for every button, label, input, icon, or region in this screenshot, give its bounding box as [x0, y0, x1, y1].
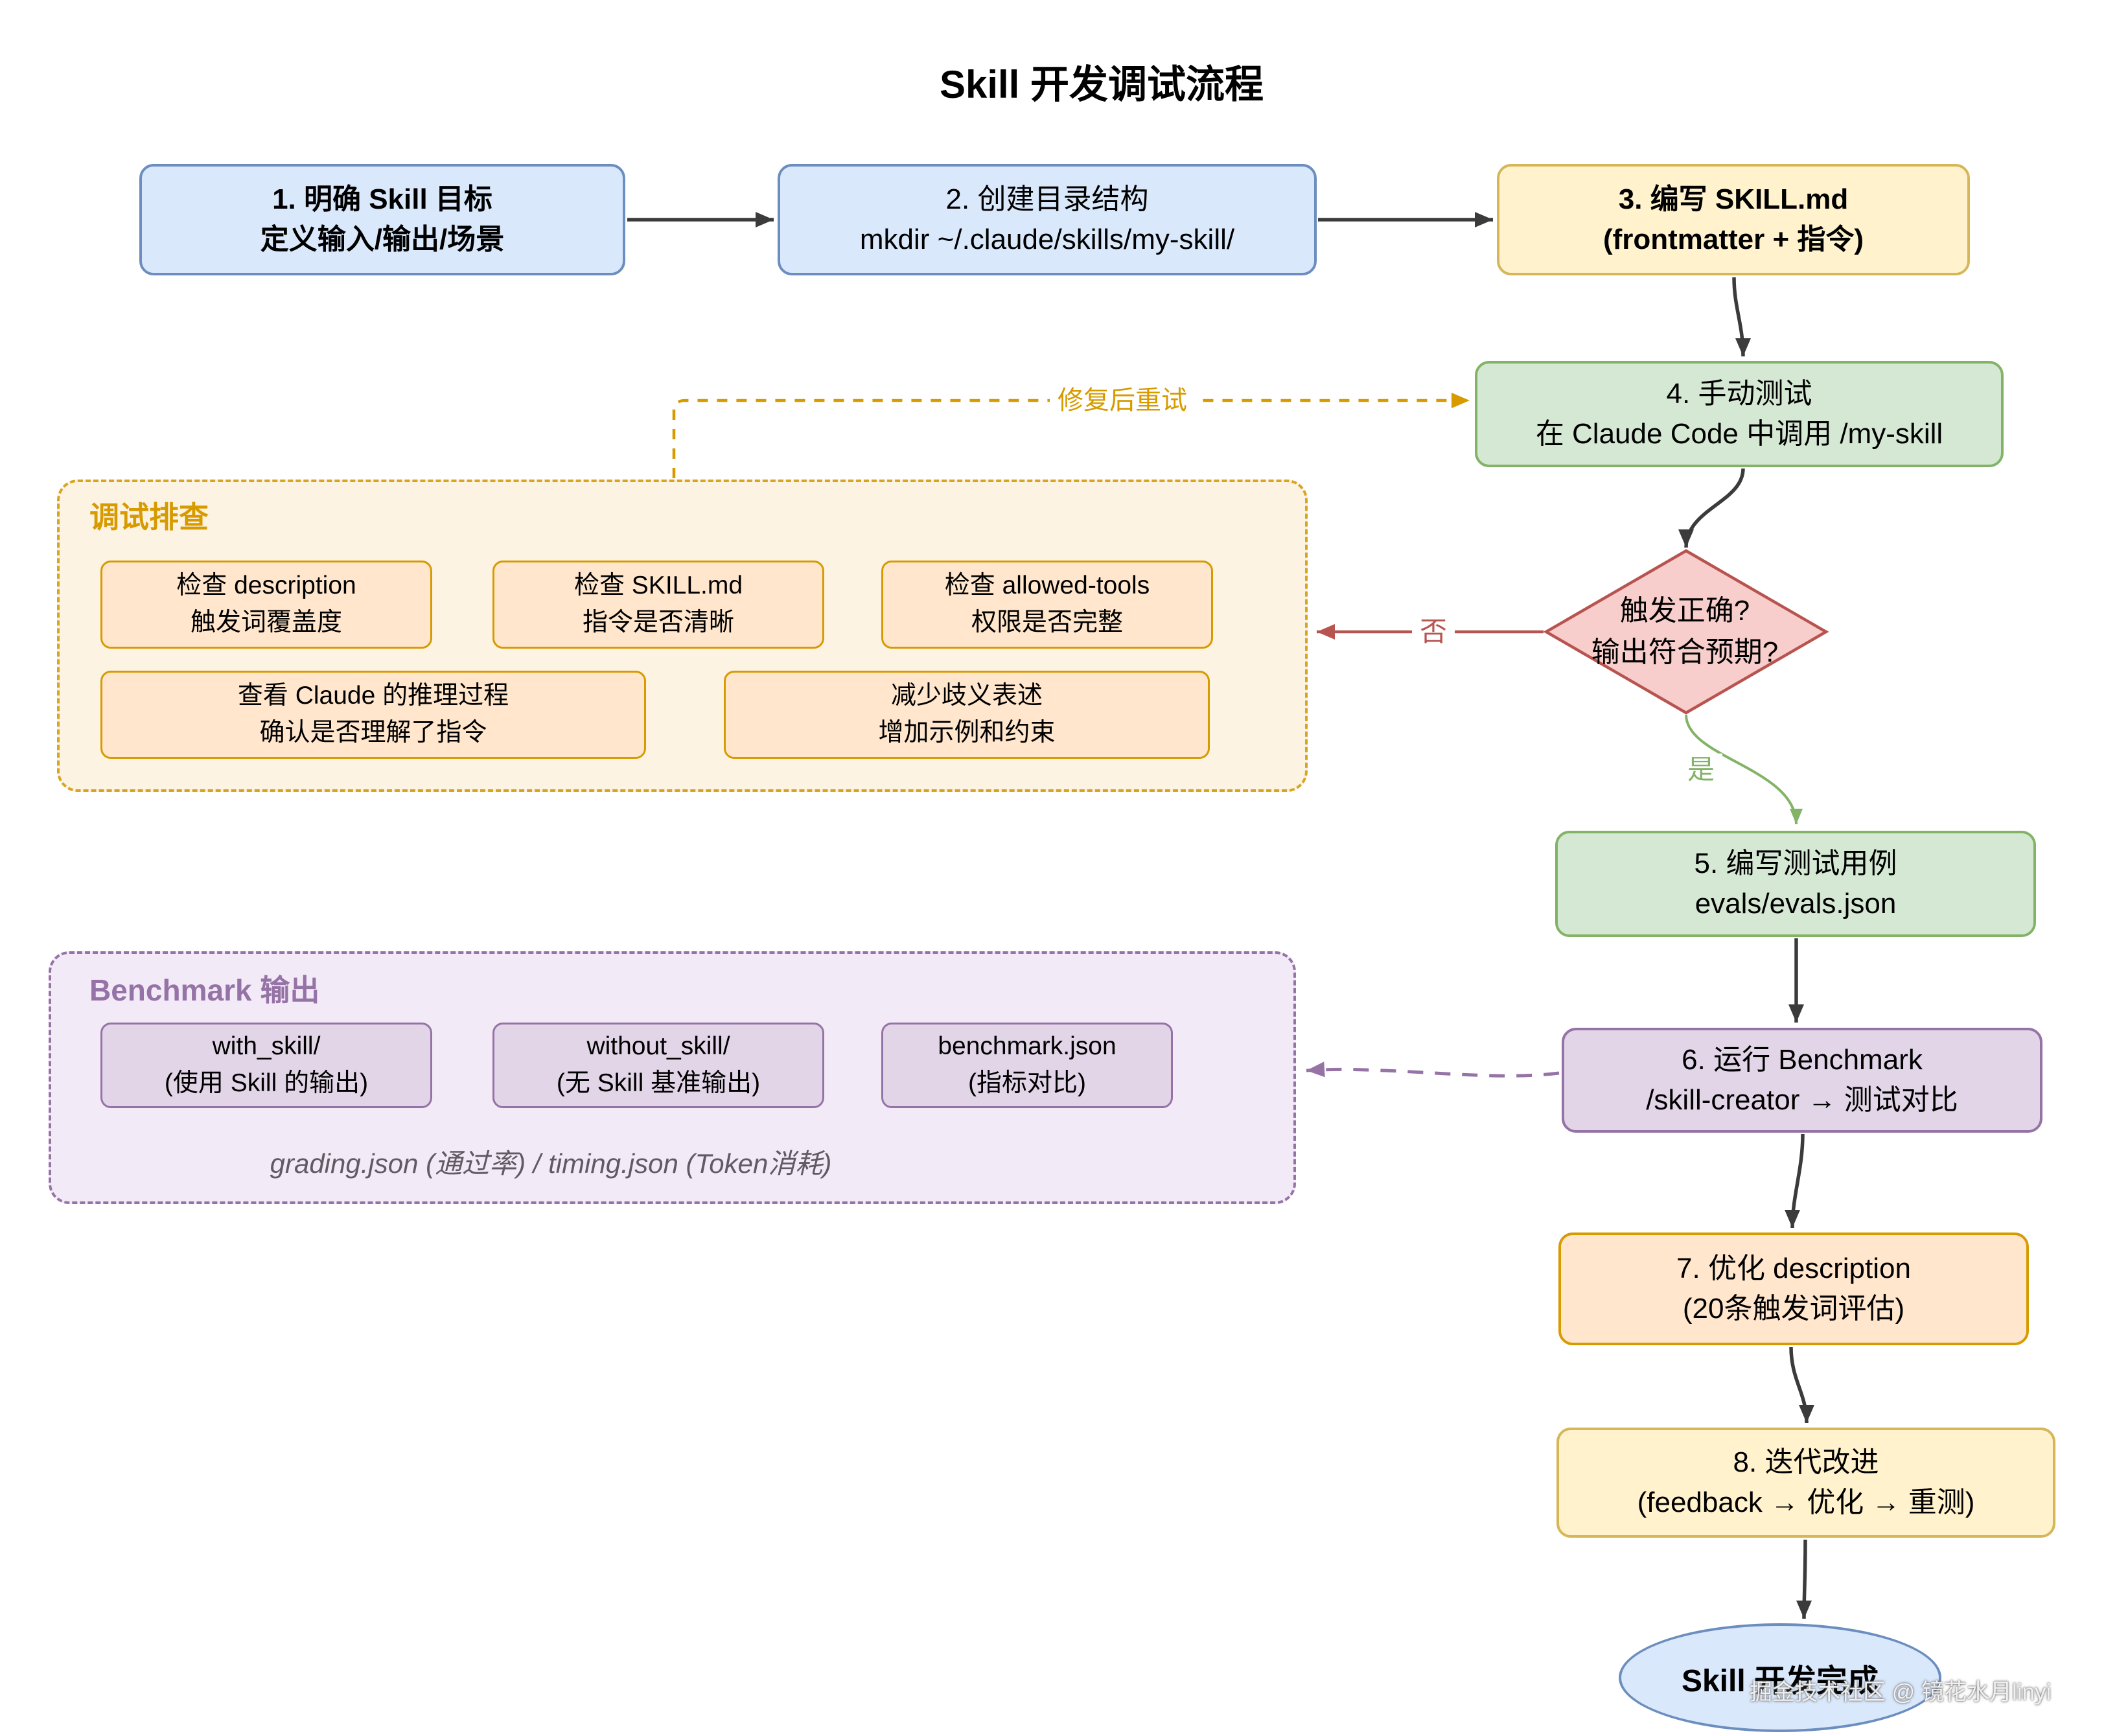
node-step3: 3. 编写 SKILL.md (frontmatter + 指令)	[1497, 164, 1970, 275]
debug-item-reasoning: 查看 Claude 的推理过程 确认是否理解了指令	[100, 671, 646, 759]
edge-step6-step7	[1785, 1133, 1805, 1229]
node-step4: 4. 手动测试 在 Claude Code 中调用 /my-skill	[1475, 361, 2004, 467]
benchmark-item-line: (无 Skill 基准输出)	[556, 1069, 761, 1097]
edge-step4-decision	[1678, 468, 1745, 548]
decision-line2: 输出符合预期?	[1591, 636, 1779, 668]
node-step7: 7. 优化 description (20条触发词评估)	[1558, 1233, 2029, 1345]
edge-label-yes: 是	[1679, 753, 1723, 787]
step5-line2: evals/evals.json	[1695, 888, 1897, 920]
benchmark-item-line: (指标对比)	[968, 1069, 1086, 1097]
node-step6: 6. 运行 Benchmark /skill-creator → 测试对比	[1562, 1028, 2042, 1133]
step1-line1: 1. 明确 Skill 目标	[272, 183, 492, 215]
debug-item-line: 指令是否清晰	[582, 608, 734, 636]
step3-line2: (frontmatter + 指令)	[1602, 224, 1864, 255]
step7-line1: 7. 优化 description	[1676, 1252, 1911, 1284]
step1-line2: 定义输入/输出/场景	[260, 224, 505, 255]
step4-line1: 4. 手动测试	[1666, 377, 1812, 410]
debug-item-line: 确认是否理解了指令	[259, 719, 487, 746]
benchmark-item-with-skill: with_skill/ (使用 Skill 的输出)	[100, 1023, 432, 1108]
benchmark-item-line: without_skill/	[586, 1032, 730, 1061]
debug-item-ambiguity: 减少歧义表述 增加示例和约束	[724, 671, 1210, 759]
step6-line2: /skill-creator → 测试对比	[1646, 1084, 1958, 1116]
debug-item-line: 减少歧义表述	[890, 682, 1043, 710]
debug-item-line: 触发词覆盖度	[190, 608, 342, 636]
edge-step7-step8	[1789, 1347, 1814, 1424]
decision-line1: 触发正确?	[1619, 595, 1750, 627]
debug-group-label: 调试排查	[89, 500, 209, 534]
step5-line1: 5. 编写测试用例	[1694, 847, 1897, 879]
edge-step6-benchmark	[1306, 1061, 1560, 1078]
step8-line2: (feedback → 优化 → 重测)	[1637, 1487, 1975, 1518]
benchmark-item-line: benchmark.json	[938, 1032, 1116, 1061]
edge-step3-step4	[1732, 277, 1751, 357]
edge-label-no: 否	[1411, 615, 1455, 649]
debug-item-line: 检查 allowed-tools	[944, 572, 1150, 600]
step6-line1: 6. 运行 Benchmark	[1682, 1043, 1923, 1076]
debug-item-line: 检查 description	[176, 572, 356, 600]
debug-item-description: 检查 description 触发词覆盖度	[100, 561, 432, 649]
debug-item-line: 权限是否完整	[971, 608, 1123, 636]
step3-line1: 3. 编写 SKILL.md	[1618, 183, 1849, 215]
debug-item-line: 检查 SKILL.md	[573, 572, 743, 600]
node-step1: 1. 明确 Skill 目标 定义输入/输出/场景	[139, 164, 625, 275]
step7-line2: (20条触发词评估)	[1682, 1293, 1905, 1325]
node-step2: 2. 创建目录结构 mkdir ~/.claude/skills/my-skil…	[778, 164, 1317, 275]
debug-item-allowed-tools: 检查 allowed-tools 权限是否完整	[881, 561, 1213, 649]
edge-step8-end	[1796, 1539, 1812, 1619]
node-end: Skill 开发完成	[1619, 1623, 1941, 1732]
benchmark-item-line: (使用 Skill 的输出)	[164, 1069, 369, 1097]
node-step5: 5. 编写测试用例 evals/evals.json	[1555, 831, 2036, 937]
end-label: Skill 开发完成	[1681, 1664, 1879, 1698]
step4-line2: 在 Claude Code 中调用 /my-skill	[1535, 418, 1943, 450]
node-decision: 触发正确? 输出符合预期?	[1552, 583, 1818, 680]
step8-line1: 8. 迭代改进	[1733, 1446, 1879, 1478]
benchmark-caption: grading.json (通过率) / timing.json (Token消…	[270, 1148, 832, 1179]
debug-item-line: 查看 Claude 的推理过程	[237, 682, 509, 710]
step2-line2: mkdir ~/.claude/skills/my-skill/	[859, 224, 1235, 255]
page-title: Skill 开发调试流程	[939, 63, 1264, 106]
debug-item-skillmd: 检查 SKILL.md 指令是否清晰	[492, 561, 824, 649]
benchmark-item-line: with_skill/	[212, 1032, 321, 1061]
watermark: 掘金技术社区 @ 镜花水月linyi	[1750, 1680, 2052, 1705]
benchmark-item-without-skill: without_skill/ (无 Skill 基准输出)	[492, 1023, 824, 1108]
debug-item-line: 增加示例和约束	[878, 719, 1056, 746]
edge-label-retry: 修复后重试	[1050, 385, 1195, 416]
benchmark-item-benchmark-json: benchmark.json (指标对比)	[881, 1023, 1173, 1108]
benchmark-group-label: Benchmark 输出	[89, 973, 320, 1007]
step2-line1: 2. 创建目录结构	[945, 183, 1149, 215]
node-step8: 8. 迭代改进 (feedback → 优化 → 重测)	[1556, 1428, 2055, 1538]
